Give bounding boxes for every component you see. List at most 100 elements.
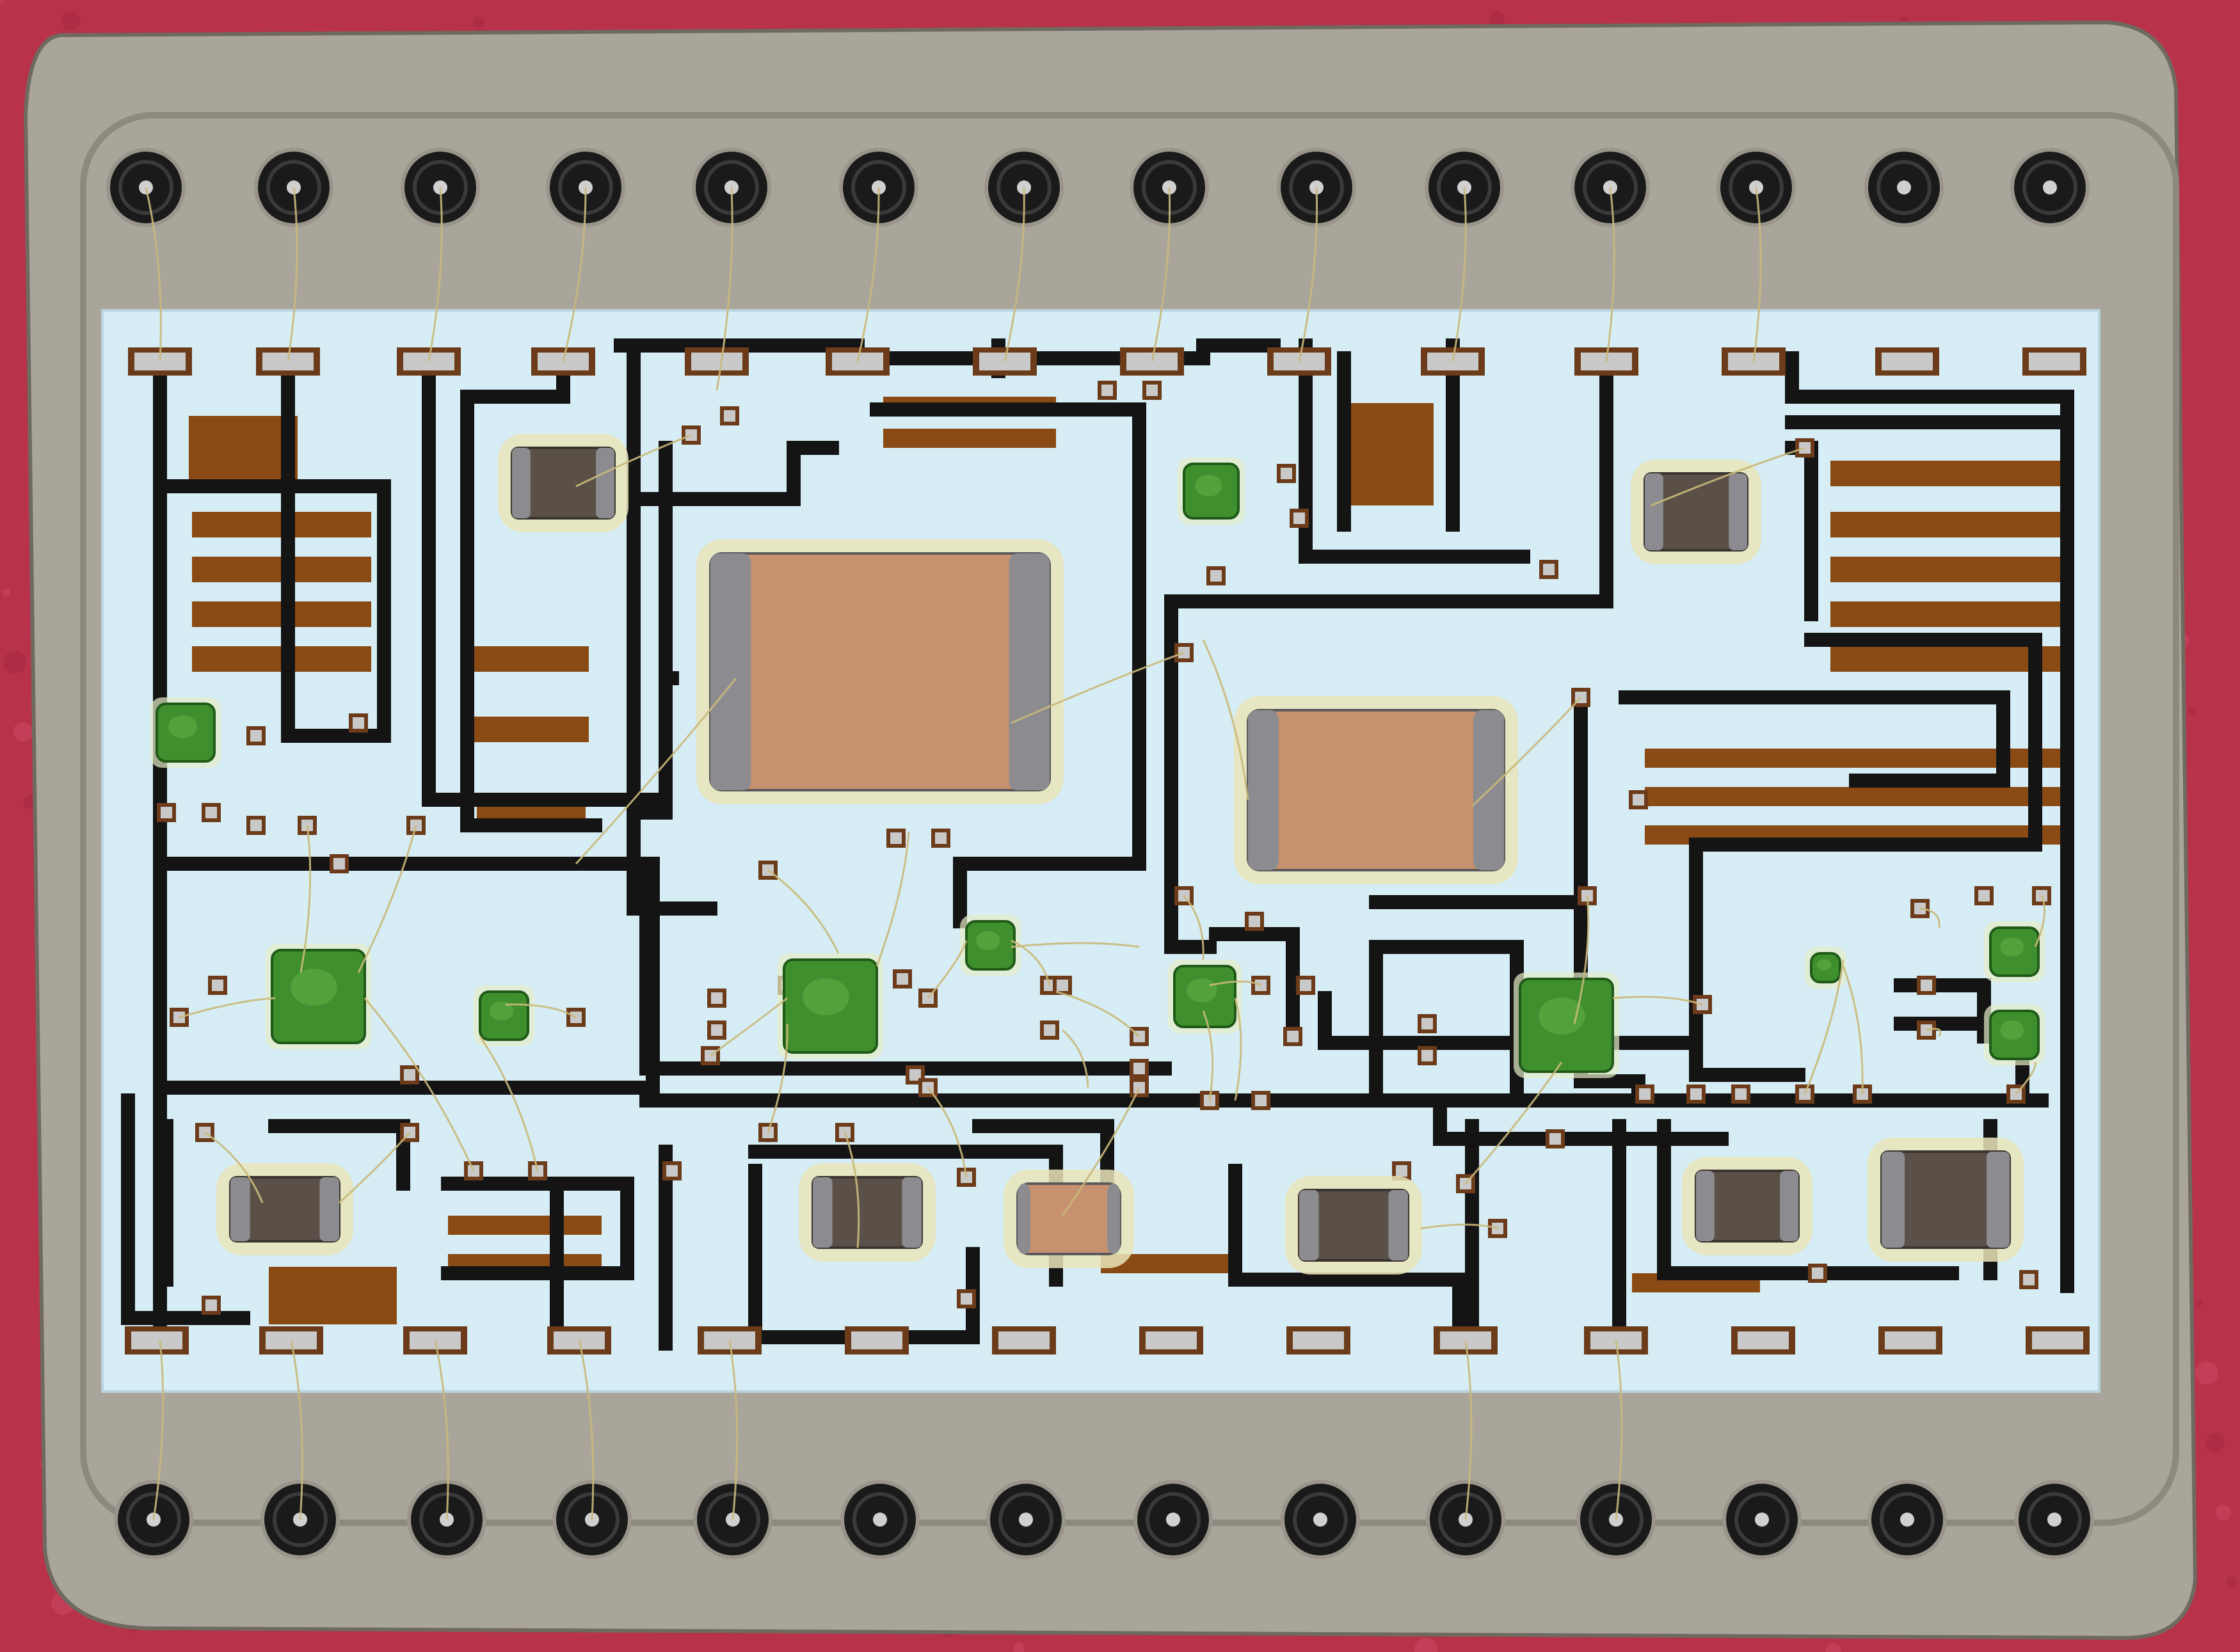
chip-capacitor-right-terminal-left — [1248, 710, 1279, 870]
pin-top-14-ring — [2022, 160, 2077, 215]
bottom-bond-pad-7-metal — [998, 1331, 1050, 1349]
bond-wire — [1605, 187, 1615, 362]
pin-bottom-2-ring — [273, 1492, 328, 1547]
small-bond-pad — [161, 807, 172, 818]
small-bond-pad — [2023, 1274, 2035, 1285]
chip-component-bottom-4-terminal-right — [1987, 1152, 2010, 1248]
bond-wire — [1151, 187, 1171, 362]
bond-wire — [767, 1023, 788, 1133]
bond-wire — [562, 187, 587, 362]
small-bond-pad — [890, 832, 902, 844]
conductor-trace — [639, 870, 1172, 1076]
thick-film-resistor — [448, 1216, 602, 1235]
bottom-bond-pad-14-metal — [2032, 1331, 2083, 1349]
chip-component-bottom-3-terminal-left — [1696, 1171, 1715, 1241]
thick-film-resistor — [1344, 403, 1434, 505]
pin-bottom-12-ring — [1734, 1492, 1789, 1547]
chip-component-bottom-2-terminal-left — [1299, 1190, 1319, 1260]
top-bond-pad-5-metal — [691, 353, 742, 370]
bond-wire — [1234, 997, 1242, 1101]
conductor-trace — [1228, 1164, 1466, 1344]
small-bond-pad — [404, 1069, 415, 1081]
bond-wire — [927, 940, 968, 999]
chip-component-bottom-left-terminal-left — [230, 1177, 250, 1241]
bond-wire — [1651, 447, 1805, 507]
bond-wire — [152, 1340, 164, 1520]
large-chip-capacitor-terminal-left — [710, 553, 751, 790]
bond-wire — [575, 434, 692, 488]
small-bond-pad — [1543, 564, 1555, 575]
thick-film-resistor — [1830, 557, 2061, 582]
green-die-10-highlight — [2000, 937, 2024, 957]
thick-film-resistor — [269, 1267, 397, 1324]
small-bond-pad — [1101, 385, 1113, 396]
header-pins — [106, 148, 2094, 1559]
chip-capacitor-right-body — [1247, 709, 1505, 871]
foam-speck — [1825, 1643, 1841, 1652]
bond-wire — [479, 1036, 539, 1171]
bond-wire — [1011, 651, 1185, 724]
chip-component-bottom-2-terminal-right — [1388, 1190, 1408, 1260]
conductor-trace — [1619, 690, 2010, 788]
small-bond-pad — [666, 1165, 678, 1177]
thick-film-resistor — [1645, 749, 2061, 768]
pin-bottom-14-lead — [2047, 1513, 2061, 1527]
small-bond-pad — [333, 858, 345, 870]
large-chip-capacitor-body — [709, 552, 1051, 791]
small-bond-pad — [1421, 1050, 1433, 1061]
bond-wire — [300, 825, 312, 973]
thick-film-resistor — [1830, 601, 2061, 627]
foam-speck — [13, 722, 33, 742]
pin-top-14-lead — [2043, 180, 2057, 195]
bond-wire — [1298, 187, 1318, 362]
substrate-edge — [101, 309, 2100, 1393]
small-bond-pad — [1978, 890, 1990, 901]
bond-wire — [505, 1003, 577, 1019]
bond-wire — [2034, 895, 2046, 948]
small-bond-pad — [1921, 980, 1932, 991]
pin-bottom-12-lead — [1755, 1513, 1769, 1527]
green-die-6-highlight — [976, 931, 1000, 950]
foam-speck — [1013, 1642, 1025, 1652]
bond-wire — [364, 997, 475, 1171]
bond-wire — [1209, 980, 1261, 987]
small-bond-pad — [1044, 1024, 1055, 1036]
chip-component-top-left-terminal-left — [512, 448, 531, 518]
small-bond-pad — [1639, 1088, 1651, 1100]
conductor-trace — [627, 671, 673, 820]
top-bond-pad-14-metal — [2029, 353, 2080, 370]
green-die-9-highlight — [1817, 959, 1832, 971]
pin-top-12-ring — [1729, 160, 1784, 215]
bond-wire — [1926, 1028, 1942, 1037]
bond-wire — [1420, 1223, 1498, 1230]
green-die-7-highlight — [1187, 978, 1217, 1003]
pin-top-13-ring — [1876, 160, 1932, 215]
bond-wires — [145, 187, 2046, 1520]
bond-wire — [1615, 1340, 1623, 1520]
small-bond-pad — [1146, 385, 1158, 396]
pin-top-1-ring — [118, 160, 173, 215]
chip-capacitor-small-terminal-right — [1107, 1184, 1120, 1254]
bond-wire — [357, 825, 417, 973]
bond-wire — [1452, 187, 1467, 362]
foam-speck — [2195, 1362, 2218, 1385]
small-bond-pad — [1133, 1063, 1145, 1074]
bond-wire — [434, 1340, 449, 1520]
green-die-11-highlight — [2000, 1021, 2024, 1040]
pin-bottom-3-ring — [419, 1492, 474, 1547]
conductor-trace — [1785, 351, 2074, 1293]
components — [150, 434, 2045, 1275]
thick-film-resistor — [883, 429, 1056, 448]
bottom-bond-pad-9-metal — [1293, 1331, 1344, 1349]
green-die-8-highlight — [1539, 997, 1585, 1035]
pin-bottom-8-ring — [1146, 1492, 1201, 1547]
bond-wire — [1464, 1340, 1473, 1520]
pin-top-2-ring — [266, 160, 321, 215]
bond-wire — [767, 869, 840, 954]
small-bond-pad — [1812, 1267, 1823, 1279]
small-bond-pad — [897, 973, 908, 985]
conductor-trace — [1209, 927, 1300, 1044]
thick-film-resistor — [474, 717, 589, 742]
foam-speck — [2188, 707, 2196, 715]
